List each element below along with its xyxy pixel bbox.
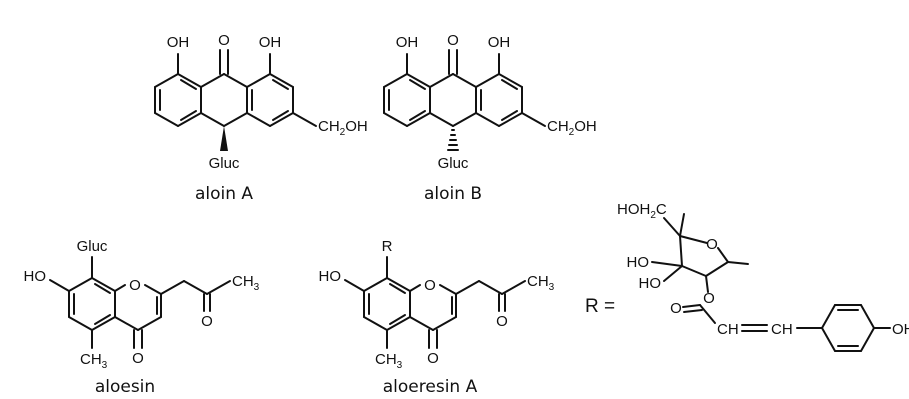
- aloesin-ch3: CH3: [232, 273, 260, 293]
- aloin-b-oh-left: OH: [396, 34, 419, 51]
- hashed-bond: [447, 129, 459, 151]
- aloeresin-a-r: R: [382, 238, 393, 255]
- aloesin-methyl: CH3: [80, 351, 108, 371]
- aloin-b-caption: aloin B: [424, 184, 482, 204]
- r-group-ho-lower: HO: [639, 275, 662, 292]
- r-group-carbonyl-o: O: [670, 300, 682, 317]
- aloeresin-a-ketone-o: O: [496, 313, 508, 330]
- aloesin-carbonyl-o: O: [132, 350, 144, 367]
- aloin-a-structure: OH O OH CH2OH Gluc aloin A: [154, 32, 368, 204]
- wedge-bond: [220, 126, 228, 151]
- aloesin-ho: HO: [24, 268, 47, 285]
- aloin-a-oh-left: OH: [167, 34, 190, 51]
- aloeresin-a-ch3: CH3: [527, 273, 555, 293]
- aloin-b-carbonyl-o: O: [447, 32, 459, 49]
- aloeresin-a-structure: R HO O CH3 O CH3 O aloeresin A: [319, 238, 555, 397]
- aloin-a-ch2oh: CH2OH: [318, 118, 368, 138]
- r-group-ring-o: O: [706, 236, 718, 253]
- aloin-b-structure: OH O OH CH2OH Gluc aloin B: [383, 32, 597, 204]
- aloesin-ketone-o: O: [201, 313, 213, 330]
- aloin-a-gluc: Gluc: [209, 155, 240, 172]
- r-group-ho-upper: HO: [627, 254, 650, 271]
- r-group-vinyl-right: CH: [771, 321, 793, 338]
- r-group-structure: R =: [585, 201, 909, 352]
- aloeresin-a-methyl: CH3: [375, 351, 403, 371]
- aloeresin-a-ho: HO: [319, 268, 342, 285]
- r-group-ester-o: O: [703, 290, 715, 307]
- aloin-a-oh-right: OH: [259, 34, 282, 51]
- aloesin-caption: aloesin: [95, 377, 155, 397]
- aloeresin-a-ring-o: O: [424, 277, 436, 294]
- aloin-a-caption: aloin A: [195, 184, 253, 204]
- aloin-b-gluc: Gluc: [438, 155, 469, 172]
- aloesin-ring-o: O: [129, 277, 141, 294]
- r-group-hoh2c: HOH2C: [617, 201, 667, 221]
- aloin-b-oh-right: OH: [488, 34, 511, 51]
- aloin-b-ch2oh: CH2OH: [547, 118, 597, 138]
- aloin-a-carbonyl-o: O: [218, 32, 230, 49]
- r-group-vinyl-left: CH: [717, 321, 739, 338]
- aloesin-gluc: Gluc: [77, 238, 108, 255]
- aloeresin-a-caption: aloeresin A: [383, 377, 478, 397]
- r-group-label: R =: [585, 296, 615, 317]
- aloeresin-a-carbonyl-o: O: [427, 350, 439, 367]
- aloesin-structure: Gluc HO O CH3 O CH3 O aloesin: [24, 238, 260, 397]
- r-group-phenol-oh: OH: [892, 321, 909, 338]
